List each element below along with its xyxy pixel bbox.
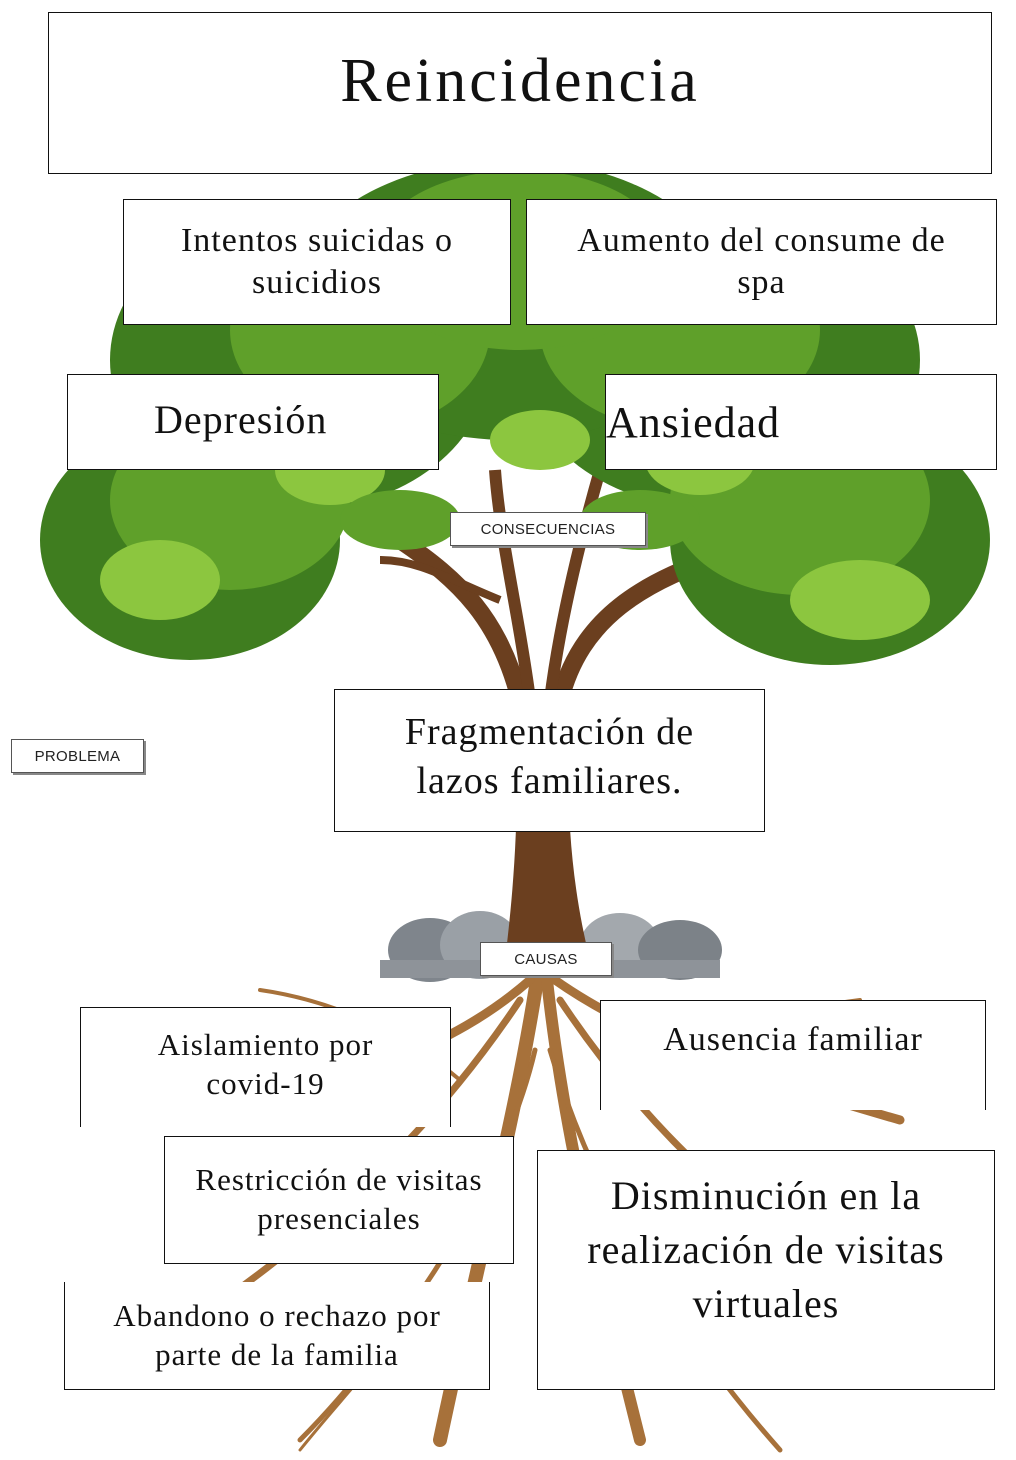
consequence-text: Aumento del consume de spa xyxy=(577,221,946,302)
cause-box-visit-restriction: Restricción de visitas presenciales xyxy=(164,1136,514,1264)
cause-box-abandonment: Abandono o rechazo por parte de la famil… xyxy=(64,1282,490,1390)
consequence-box-anxiety: Ansiedad xyxy=(605,374,997,470)
consequence-text: Intentos suicidas o suicidios xyxy=(180,221,454,302)
consequences-tag: CONSECUENCIAS xyxy=(450,512,646,546)
problem-title-box: Reincidencia xyxy=(48,12,992,174)
cause-box-isolation: Aislamiento por covid-19 xyxy=(80,1007,451,1127)
consequence-box-suicide: Intentos suicidas o suicidios xyxy=(123,199,511,325)
cause-text: Disminución en la realización de visitas… xyxy=(587,1173,945,1326)
causes-tag: CAUSAS xyxy=(480,942,612,976)
cause-text: Ausencia familiar xyxy=(663,1021,923,1058)
problem-title: Reincidencia xyxy=(340,47,700,115)
consequence-text: Depresión xyxy=(154,397,328,442)
consequence-box-depression: Depresión xyxy=(67,374,439,470)
cause-text: Abandono o rechazo por parte de la famil… xyxy=(113,1297,441,1372)
cause-box-family-absence: Ausencia familiar xyxy=(600,1000,986,1110)
consequence-box-spa: Aumento del consume de spa xyxy=(526,199,997,325)
cause-text: Restricción de visitas presenciales xyxy=(195,1162,483,1236)
problem-text: Fragmentación de lazos familiares. xyxy=(404,711,695,803)
cause-text: Aislamiento por covid-19 xyxy=(157,1027,374,1101)
consequence-text: Ansiedad xyxy=(606,398,781,447)
cause-box-virtual-visits: Disminución en la realización de visitas… xyxy=(537,1150,995,1390)
problem-box: Fragmentación de lazos familiares. xyxy=(334,689,765,832)
problem-tag: PROBLEMA xyxy=(11,739,144,773)
